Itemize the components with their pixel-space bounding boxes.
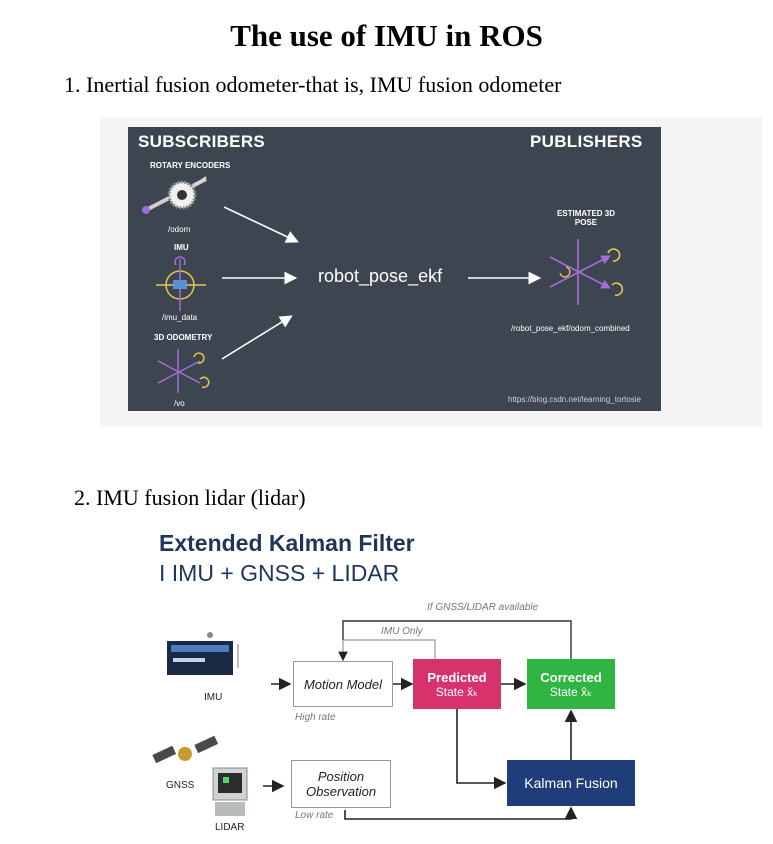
section-2-heading: 2. IMU fusion lidar (lidar) <box>74 485 306 510</box>
ros-slide-graphics <box>142 176 624 393</box>
imu-device-label: IMU <box>204 692 223 703</box>
rotary-encoder-icon <box>142 176 207 214</box>
imu-sensor-icon <box>156 256 206 311</box>
imu-data-topic-label: /imu_data <box>162 313 198 322</box>
observation-label: Observation <box>305 784 377 799</box>
3d-odometry-axes-icon <box>157 349 210 393</box>
vo-topic-label: /vo <box>174 399 185 408</box>
kalman-fusion-label: Kalman Fusion <box>524 775 618 791</box>
lidar-device-icon <box>212 767 248 816</box>
motion-model-label: Motion Model <box>303 676 383 692</box>
kalman-fusion-box: Kalman Fusion <box>507 760 635 806</box>
gnss-satellite-icon <box>152 735 219 764</box>
low-rate-label: Low rate <box>295 810 334 821</box>
lidar-device-label: LIDAR <box>215 822 245 833</box>
predicted-state-box: Predicted State x̌ₖ <box>413 659 501 709</box>
position-observation-box: Position Observation <box>291 760 391 808</box>
motion-model-box: Motion Model <box>293 661 393 707</box>
imu-only-label: IMU Only <box>381 626 423 637</box>
rotary-encoders-label: ROTARY ENCODERS <box>150 161 231 170</box>
ekf-diagram-connectors <box>152 620 578 820</box>
imu-label: IMU <box>174 243 189 252</box>
publishers-header: PUBLISHERS <box>530 132 643 151</box>
subscribers-header: SUBSCRIBERS <box>138 132 266 151</box>
position-label: Position <box>317 769 365 784</box>
corrected-state-title: Corrected <box>540 669 602 685</box>
if-available-label: If GNSS/LIDAR available <box>427 602 539 613</box>
extended-kalman-filter-slide: Extended Kalman Filter I IMU + GNSS + LI… <box>135 518 755 840</box>
vo-arrow <box>221 315 293 360</box>
odom-combined-topic-label: /robot_pose_ekf/odom_combined <box>511 324 630 333</box>
ekf-subtitle: I IMU + GNSS + LIDAR <box>159 560 400 586</box>
estimated-pose-label-line1: ESTIMATED 3D <box>556 209 616 218</box>
corrected-state-box: Corrected State x̂ₖ <box>527 659 615 709</box>
watermark-url: https://blog.csdn.net/learning_tortosie <box>508 395 641 404</box>
3d-odometry-label: 3D ODOMETRY <box>154 333 213 342</box>
estimated-pose-label-line2: POSE <box>574 218 598 227</box>
odom-arrow <box>223 206 299 243</box>
gnss-device-label: GNSS <box>166 780 195 791</box>
section-1-heading: 1. Inertial fusion odometer-that is, IMU… <box>64 72 562 97</box>
estimated-pose-axes-icon <box>549 239 624 305</box>
page-title: The use of IMU in ROS <box>230 18 543 53</box>
imu-device-icon <box>167 632 239 675</box>
odom-topic-label: /odom <box>168 225 191 234</box>
high-rate-label: High rate <box>295 712 336 723</box>
corrected-state-symbol: State x̂ₖ <box>549 684 593 699</box>
predicted-state-title: Predicted <box>427 669 487 685</box>
robot-pose-ekf-node: robot_pose_ekf <box>318 266 443 286</box>
ros-pose-ekf-slide: SUBSCRIBERS PUBLISHERS ROTARY ENCODERS /… <box>128 127 661 411</box>
ekf-title: Extended Kalman Filter <box>159 530 415 556</box>
predicted-state-symbol: State x̌ₖ <box>435 684 479 699</box>
